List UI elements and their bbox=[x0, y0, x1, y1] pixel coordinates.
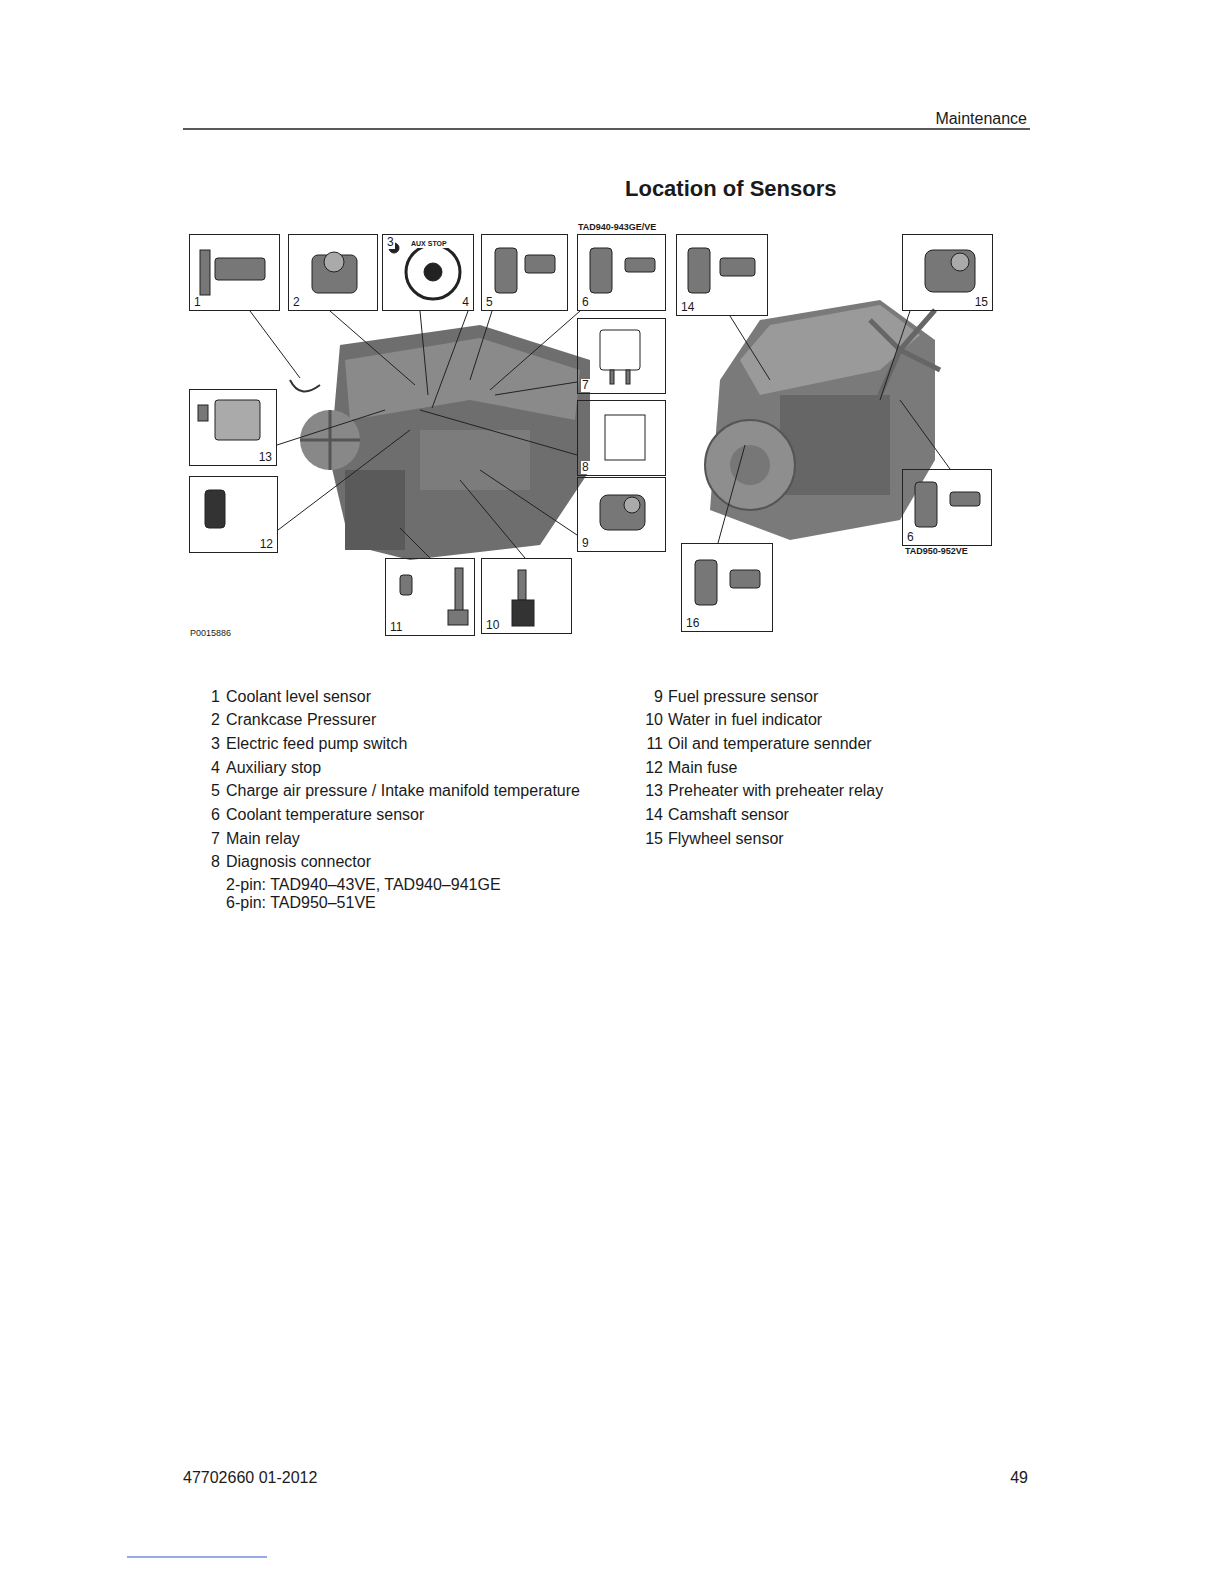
callout-box: 8 bbox=[577, 400, 666, 476]
list-number: 4 bbox=[180, 759, 220, 777]
callout-number: 8 bbox=[581, 461, 590, 474]
list-number: 10 bbox=[615, 711, 663, 729]
list-text: Main fuse bbox=[668, 759, 737, 777]
list-number: 5 bbox=[180, 782, 220, 800]
list-number: 7 bbox=[180, 830, 220, 848]
callout-number: 11 bbox=[389, 621, 403, 634]
list-text: Camshaft sensor bbox=[668, 806, 789, 824]
link-rule bbox=[127, 1557, 267, 1558]
list-text: 6-pin: TAD950–51VE bbox=[226, 894, 376, 912]
callout-number: 2 bbox=[292, 296, 301, 309]
list-number: 2 bbox=[180, 711, 220, 729]
list-text: Coolant level sensor bbox=[226, 688, 371, 706]
engine-left bbox=[290, 325, 590, 560]
callout-box: 5 bbox=[481, 234, 568, 311]
list-text: Fuel pressure sensor bbox=[668, 688, 818, 706]
engine-right bbox=[705, 300, 940, 540]
callout-box: 11 bbox=[385, 558, 475, 636]
list-number: 8 bbox=[180, 853, 220, 871]
callout-number: 10 bbox=[485, 619, 500, 632]
list-text: Preheater with preheater relay bbox=[668, 782, 883, 800]
footer-doc-number: 47702660 01-2012 bbox=[183, 1469, 317, 1487]
list-text: Crankcase Pressurer bbox=[226, 711, 376, 729]
callout-box: 1 bbox=[189, 234, 280, 311]
list-number: 13 bbox=[615, 782, 663, 800]
callout-box: 2 bbox=[288, 234, 378, 311]
callout-box: 6 bbox=[577, 234, 666, 311]
list-number: 11 bbox=[615, 735, 663, 753]
callout-number: 9 bbox=[581, 537, 590, 550]
list-number: 9 bbox=[615, 688, 663, 706]
callout-number: 1 bbox=[193, 296, 202, 309]
model-label: TAD940-943GE/VE bbox=[578, 222, 656, 232]
section-header: Maintenance bbox=[900, 110, 1027, 128]
list-text: Auxiliary stop bbox=[226, 759, 321, 777]
callout-box: 14 bbox=[676, 234, 768, 316]
callout-number: 6 bbox=[906, 531, 915, 544]
callout-number: 5 bbox=[485, 296, 494, 309]
list-text: Flywheel sensor bbox=[668, 830, 784, 848]
callout-box: 9 bbox=[577, 477, 666, 552]
leader-lines bbox=[250, 311, 950, 558]
callout-number: 14 bbox=[680, 301, 695, 314]
list-number: 12 bbox=[615, 759, 663, 777]
list-number: 3 bbox=[180, 735, 220, 753]
callout-box: 13 bbox=[189, 389, 277, 466]
model-label: TAD950-952VE bbox=[905, 546, 968, 556]
callout-number: 7 bbox=[581, 379, 590, 392]
callout-number: 13 bbox=[258, 451, 273, 464]
list-number: 6 bbox=[180, 806, 220, 824]
callout-number: 4 bbox=[461, 296, 470, 309]
list-text: Coolant temperature sensor bbox=[226, 806, 424, 824]
callout-number: 16 bbox=[685, 617, 700, 630]
callout-number: 15 bbox=[974, 296, 989, 309]
icon-text: AUX STOP bbox=[410, 240, 448, 248]
callout-box: 7 bbox=[577, 318, 666, 394]
callout-number: 12 bbox=[259, 538, 274, 551]
list-number: 14 bbox=[615, 806, 663, 824]
callout-box: 10 bbox=[481, 558, 572, 634]
callout-box: 6 bbox=[902, 469, 992, 546]
list-text: Main relay bbox=[226, 830, 300, 848]
callout-box: 16 bbox=[681, 543, 773, 632]
list-text: 2-pin: TAD940–43VE, TAD940–941GE bbox=[226, 876, 501, 894]
sensor-icons bbox=[198, 243, 980, 626]
page-number: 49 bbox=[990, 1469, 1028, 1487]
page-title: Location of Sensors bbox=[625, 176, 836, 202]
list-text: Water in fuel indicator bbox=[668, 711, 822, 729]
list-number: 1 bbox=[180, 688, 220, 706]
list-text: Electric feed pump switch bbox=[226, 735, 407, 753]
list-text: Diagnosis connector bbox=[226, 853, 371, 871]
callout-box: 12 bbox=[189, 476, 278, 553]
header-rule bbox=[183, 128, 1030, 130]
list-text: Charge air pressure / Intake manifold te… bbox=[226, 782, 580, 800]
callout-number: 3 bbox=[386, 236, 395, 249]
list-number: 15 bbox=[615, 830, 663, 848]
figure-id: P0015886 bbox=[190, 628, 231, 638]
callout-number: 6 bbox=[581, 296, 590, 309]
list-text: Oil and temperature sennder bbox=[668, 735, 872, 753]
callout-box: 15 bbox=[902, 234, 993, 311]
